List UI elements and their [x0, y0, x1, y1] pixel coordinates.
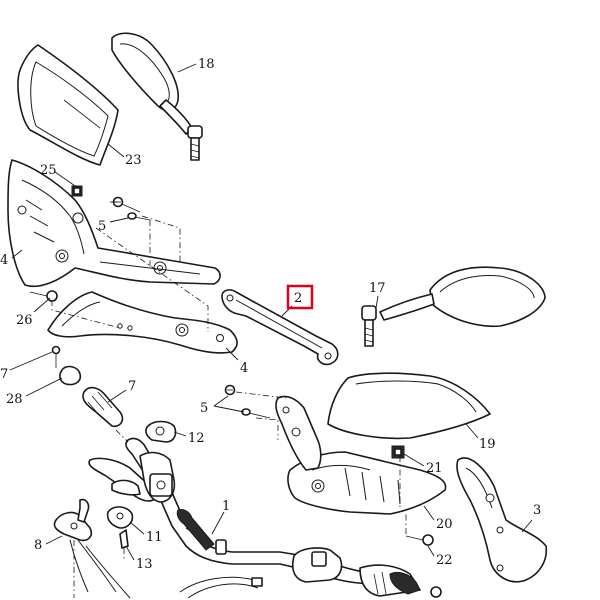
right-mirror — [361, 266, 546, 347]
right-upper-bracket — [275, 395, 322, 471]
clutch-lever-8 — [53, 498, 131, 599]
callout-21: 21 — [426, 461, 443, 476]
callout-3: 3 — [533, 503, 541, 518]
callout-17: 17 — [369, 281, 386, 296]
left-lower-bracket — [47, 291, 238, 354]
callout-5-lower: 5 — [200, 401, 208, 416]
callout-28: 28 — [6, 392, 23, 407]
screws-5-lower — [224, 384, 271, 419]
callout-7-lower: 7 — [128, 379, 136, 394]
left-grip — [82, 386, 124, 428]
clip-nut-21 — [391, 445, 405, 459]
callout-4-lower: 4 — [240, 361, 248, 376]
right-side-guard — [456, 457, 548, 583]
bracket-11 — [106, 506, 134, 529]
callout-11: 11 — [146, 530, 163, 545]
callout-7-upper: 7 — [0, 367, 8, 382]
callout-1: 1 — [222, 499, 230, 514]
assembly-center-lines — [51, 215, 407, 598]
callout-2: 2 — [294, 291, 302, 306]
callout-23: 23 — [125, 153, 142, 168]
callout-13: 13 — [136, 557, 153, 572]
callout-12: 12 — [188, 431, 205, 446]
screw-7-upper — [51, 345, 61, 362]
left-mirror — [111, 32, 203, 161]
right-switch-and-throttle — [291, 547, 442, 598]
callout-25: 25 — [40, 163, 57, 178]
callout-5-upper: 5 — [98, 219, 106, 234]
handlebar-brace-bracket — [221, 289, 339, 366]
clamp-12 — [145, 420, 177, 443]
bar-end-28 — [59, 365, 82, 386]
bolt-22 — [405, 534, 434, 546]
throttle-cables — [179, 576, 263, 599]
callout-19: 19 — [479, 437, 496, 452]
callout-26: 26 — [16, 313, 33, 328]
callout-8: 8 — [34, 538, 42, 553]
left-upper-bracket — [7, 159, 221, 287]
left-lever-assembly — [88, 451, 176, 503]
callout-18: 18 — [198, 57, 215, 72]
right-hand-guard-shield — [327, 372, 491, 440]
bolt-26 — [29, 290, 58, 302]
callout-labels: 18 23 25 5 4 26 4 2 17 19 21 20 22 3 7 2… — [0, 57, 541, 572]
bolt-13 — [119, 529, 129, 549]
clip-nut-25 — [71, 185, 83, 197]
callout-leader-lines — [9, 63, 533, 561]
right-lower-bracket — [287, 451, 447, 515]
left-hand-guard-shield — [17, 44, 119, 166]
callout-4-upper: 4 — [0, 253, 8, 268]
callout-2-highlight — [286, 284, 314, 310]
callout-22: 22 — [436, 553, 453, 568]
callout-20: 20 — [436, 517, 453, 532]
